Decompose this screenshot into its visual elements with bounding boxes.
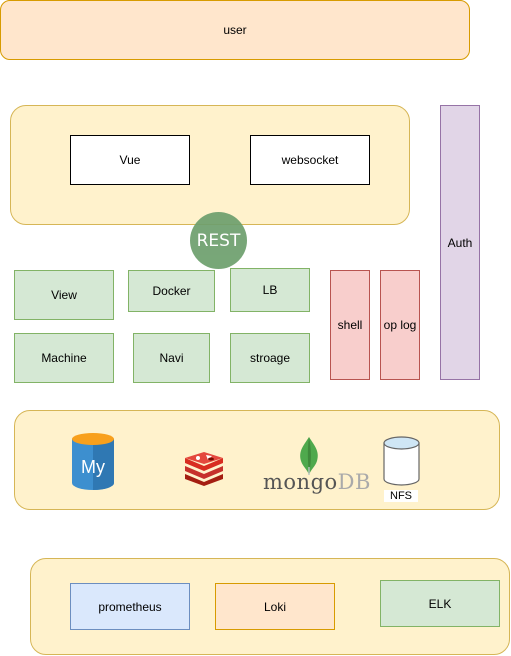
machine-label: Machine [41,351,87,365]
mongodb-wordmark-a: mongo [263,470,338,494]
docker-label: Docker [152,284,191,298]
mongodb-wordmark: mongoDB [263,470,371,494]
machine-service: Machine [14,333,114,383]
loki-box: Loki [215,583,335,630]
websocket-label: websocket [281,153,339,167]
stroage-label: stroage [249,351,291,365]
op-log-service: op log [380,270,420,380]
stroage-service: stroage [230,333,310,383]
op-log-label: op log [383,318,417,332]
view-label: View [51,288,77,302]
vue-label: Vue [119,153,141,167]
shell-label: shell [337,318,363,332]
loki-label: Loki [263,599,286,614]
prometheus-label: prometheus [98,599,162,614]
nfs-storage-icon [383,436,420,486]
navi-label: Navi [159,351,184,365]
mysql-icon-text: My [81,457,105,477]
auth-box: Auth [440,105,480,380]
lb-label: LB [262,283,278,297]
mysql-icon: My [72,433,114,490]
elk-label: ELK [428,596,452,611]
rest-label: REST [196,230,241,251]
mongodb-icon [300,437,318,475]
shell-service: shell [330,270,370,380]
redis-icon [185,452,223,486]
websocket-box: websocket [250,135,370,185]
lb-service: LB [230,268,310,312]
user-label: user [223,23,247,37]
view-service: View [14,270,114,320]
auth-label: Auth [447,235,473,250]
mongodb-wordmark-b: DB [337,470,371,494]
user-box: user [0,0,470,60]
navi-service: Navi [133,333,210,383]
docker-service: Docker [128,270,215,312]
elk-box: ELK [380,580,500,627]
rest-api-circle: REST [190,212,247,269]
nfs-label: NFS [384,490,418,502]
prometheus-box: prometheus [70,583,190,630]
vue-box: Vue [70,135,190,185]
